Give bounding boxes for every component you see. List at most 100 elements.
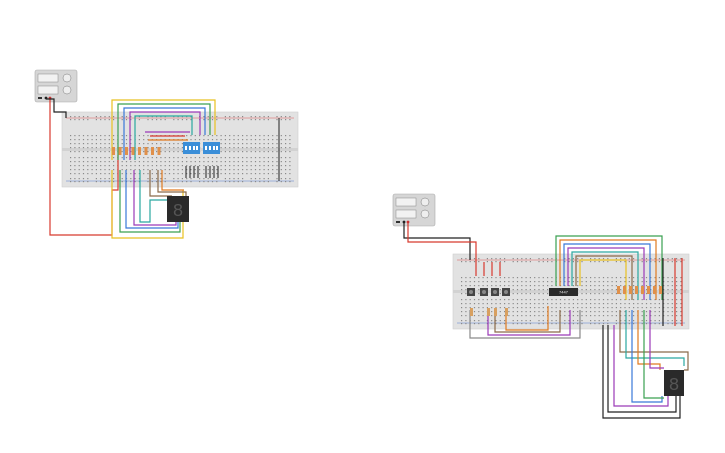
hole — [78, 147, 80, 149]
ic-chip[interactable]: 7447 — [549, 288, 578, 296]
hole — [267, 116, 269, 118]
power-supply-right[interactable] — [392, 193, 436, 227]
hole — [564, 303, 566, 305]
terminal-positive[interactable] — [406, 220, 410, 224]
hole — [658, 285, 660, 287]
hole — [276, 165, 278, 167]
resistor-array-left[interactable] — [112, 147, 161, 155]
resistor[interactable] — [629, 286, 632, 294]
hole — [461, 315, 463, 317]
hole — [147, 169, 149, 171]
hole — [82, 161, 85, 163]
resistor[interactable] — [157, 147, 161, 155]
hole — [147, 143, 149, 145]
hole — [671, 261, 673, 263]
resistor[interactable] — [617, 286, 620, 294]
hole — [82, 169, 85, 171]
resistor[interactable] — [623, 286, 626, 294]
resistor[interactable] — [138, 147, 141, 155]
push-buttons[interactable] — [467, 288, 510, 296]
resistor[interactable] — [112, 147, 115, 155]
hole — [70, 165, 72, 167]
resistor[interactable] — [125, 147, 128, 155]
hole — [199, 181, 201, 183]
hole — [581, 303, 583, 305]
hole — [590, 261, 592, 263]
hole — [121, 157, 123, 159]
hole — [194, 169, 196, 171]
hole — [538, 299, 540, 301]
hole — [504, 315, 506, 317]
hole — [572, 281, 574, 283]
hole — [465, 293, 467, 295]
hole — [594, 261, 596, 263]
hole — [611, 289, 613, 291]
hole — [645, 323, 648, 325]
hole — [104, 169, 106, 171]
hole — [667, 281, 669, 283]
hole — [203, 116, 205, 118]
power-supply-left[interactable] — [34, 69, 78, 103]
hole — [207, 181, 209, 183]
hole — [568, 277, 570, 279]
hole — [121, 139, 123, 141]
hole — [590, 293, 592, 295]
hole — [559, 303, 562, 305]
dip-switch-1[interactable] — [183, 142, 200, 154]
hole — [263, 165, 265, 167]
knob[interactable] — [420, 197, 430, 207]
resistor[interactable] — [131, 147, 135, 155]
resistor[interactable] — [653, 286, 656, 294]
hole — [95, 169, 97, 171]
hole — [233, 151, 235, 153]
knob[interactable] — [62, 85, 72, 95]
seven-segment-display-right[interactable]: 8 — [664, 370, 684, 396]
hole — [602, 323, 605, 325]
hole — [216, 139, 218, 141]
hole — [207, 119, 209, 121]
resistor[interactable] — [635, 286, 638, 294]
hole — [645, 307, 648, 309]
hole — [465, 281, 467, 283]
wires-left — [46, 98, 216, 239]
dip-switch-2[interactable] — [203, 142, 220, 154]
hole — [285, 143, 287, 145]
terminal-negative[interactable] — [402, 220, 406, 224]
hole — [233, 119, 235, 121]
hole — [87, 116, 89, 118]
hole — [134, 173, 136, 175]
hole — [645, 258, 648, 260]
resistor[interactable] — [144, 147, 148, 155]
resistor[interactable] — [118, 147, 122, 155]
hole — [289, 165, 291, 167]
hole — [478, 281, 480, 283]
hole — [607, 261, 609, 263]
breadboard-left[interactable] — [61, 111, 299, 188]
hole — [504, 311, 506, 313]
hole — [547, 261, 549, 263]
resistor[interactable] — [641, 286, 644, 294]
hole — [143, 139, 145, 141]
hole — [551, 307, 553, 309]
hole — [663, 307, 665, 309]
hole — [645, 289, 648, 291]
hole — [620, 285, 622, 287]
knob[interactable] — [420, 209, 430, 219]
hole — [246, 135, 248, 137]
hole — [87, 173, 89, 175]
hole — [276, 151, 278, 153]
resistor[interactable] — [647, 286, 650, 294]
hole — [125, 161, 128, 163]
hole — [267, 169, 269, 171]
resistor[interactable] — [659, 286, 662, 294]
seven-segment-display-left[interactable]: 8 — [167, 196, 189, 222]
hole — [667, 320, 669, 322]
resistor-array-right[interactable] — [617, 286, 662, 294]
hole — [164, 181, 166, 183]
hole — [95, 139, 97, 141]
hole — [87, 119, 89, 121]
resistor[interactable] — [151, 147, 154, 155]
knob[interactable] — [62, 73, 72, 83]
hole — [87, 135, 89, 137]
